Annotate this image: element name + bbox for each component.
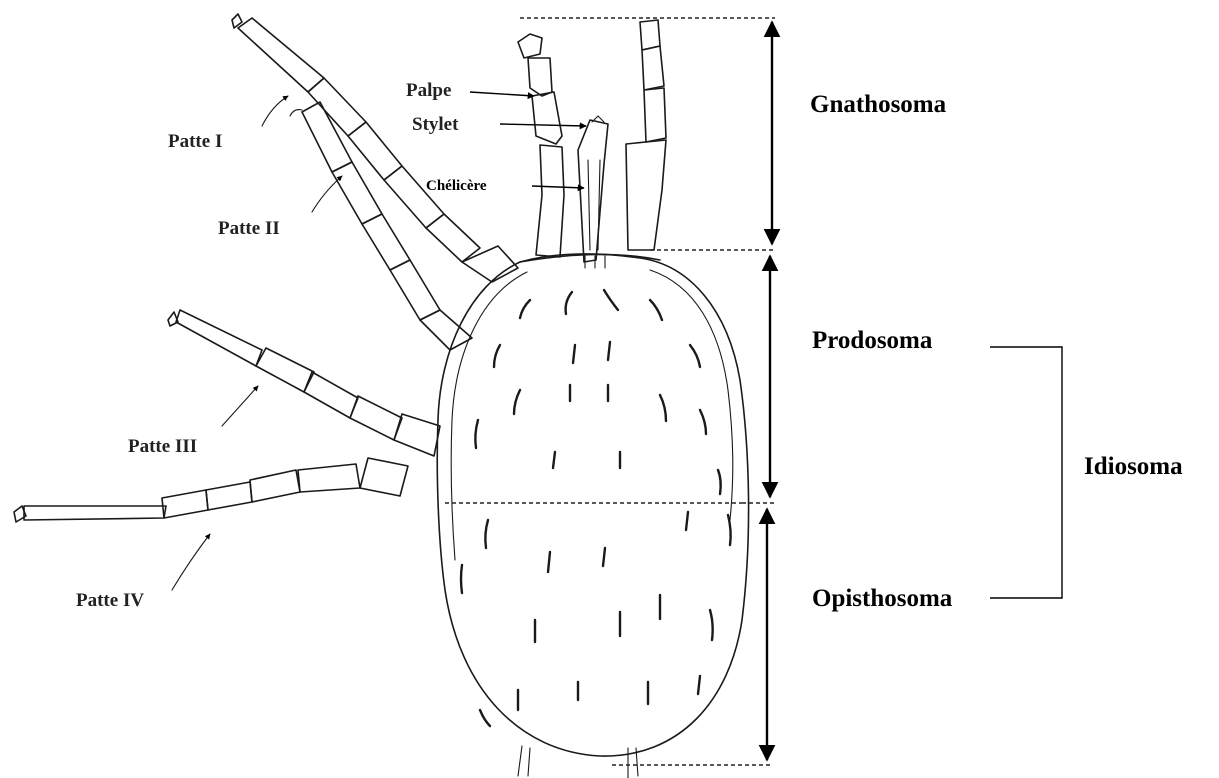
posterior-bristles bbox=[518, 746, 638, 778]
label-prodosoma: Prodosoma bbox=[812, 327, 933, 354]
label-idiosoma: Idiosoma bbox=[1084, 453, 1183, 480]
label-stylet: Stylet bbox=[412, 114, 459, 135]
idiosoma-bracket bbox=[990, 347, 1062, 598]
palpe-pointer bbox=[470, 92, 534, 96]
label-patte-2: Patte II bbox=[218, 218, 280, 239]
leg-1 bbox=[232, 14, 518, 282]
label-patte-1: Patte I bbox=[168, 131, 222, 152]
gnathosoma-mouthparts bbox=[518, 20, 666, 268]
mite-body bbox=[437, 254, 748, 756]
patte-3-pointer bbox=[222, 386, 258, 426]
stylet-pointer bbox=[500, 124, 586, 126]
patte-4-pointer bbox=[172, 534, 210, 590]
label-gnathosoma: Gnathosoma bbox=[810, 91, 947, 118]
patte-1-pointer bbox=[262, 96, 288, 126]
label-chelicere: Chélicère bbox=[426, 178, 487, 194]
leg-4 bbox=[14, 458, 408, 522]
label-opisthosoma: Opisthosoma bbox=[812, 585, 953, 612]
region-guides bbox=[520, 18, 775, 765]
leg-3 bbox=[168, 310, 440, 456]
label-palpe: Palpe bbox=[406, 80, 451, 101]
chelicere-pointer bbox=[532, 186, 584, 188]
label-patte-4: Patte IV bbox=[76, 590, 144, 611]
body-setae bbox=[461, 290, 731, 726]
label-patte-3: Patte III bbox=[128, 436, 197, 457]
